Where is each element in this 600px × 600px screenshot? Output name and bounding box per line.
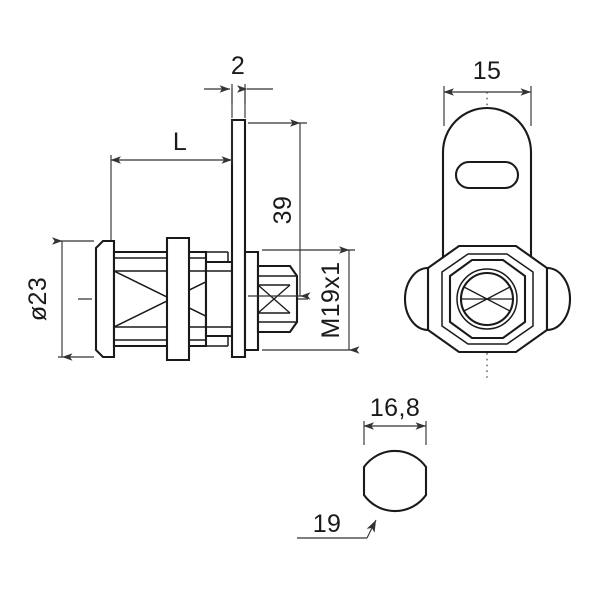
cam-profile-detail: 16,8 19 xyxy=(297,394,428,539)
retaining-nut xyxy=(256,264,299,334)
nut-side-lugs xyxy=(404,266,571,332)
dimension-width-15: 15 xyxy=(443,57,532,126)
hex-boss xyxy=(448,258,527,340)
dimension-length-L: L xyxy=(110,120,233,240)
dimension-height-19: 19 xyxy=(297,510,377,539)
dimension-thread-m19x1: M19x1 xyxy=(262,246,360,354)
dimension-label-19: 19 xyxy=(313,510,342,538)
dimension-label-15: 15 xyxy=(473,57,502,85)
front-section-view: 2 L 39 ø23 xyxy=(24,52,360,362)
dimension-width-16-8: 16,8 xyxy=(363,394,427,445)
dimension-label-2: 2 xyxy=(231,52,245,80)
lock-barrel xyxy=(112,250,208,348)
dimension-label-L: L xyxy=(173,128,187,156)
barrel-key-rib xyxy=(165,236,191,362)
cam-arm-hole xyxy=(454,160,520,190)
cam-hub xyxy=(243,250,260,352)
cam-plate xyxy=(230,118,247,359)
hex-nut-inner xyxy=(441,253,534,345)
dimension-label-16-8: 16,8 xyxy=(370,394,420,422)
threaded-neck xyxy=(204,251,234,347)
cam-profile-shape xyxy=(362,450,428,512)
dimension-thickness-2: 2 xyxy=(204,52,273,118)
dimension-diameter-23: ø23 xyxy=(24,237,94,361)
end-view: 15 xyxy=(404,57,571,382)
dimension-label-m19x1: M19x1 xyxy=(317,261,345,338)
dimension-height-39: 39 xyxy=(248,119,311,300)
dimension-label-diameter-23: ø23 xyxy=(24,277,52,321)
lock-flange xyxy=(94,239,116,359)
dimension-label-39: 39 xyxy=(269,196,297,225)
keyway-cross xyxy=(461,286,513,312)
